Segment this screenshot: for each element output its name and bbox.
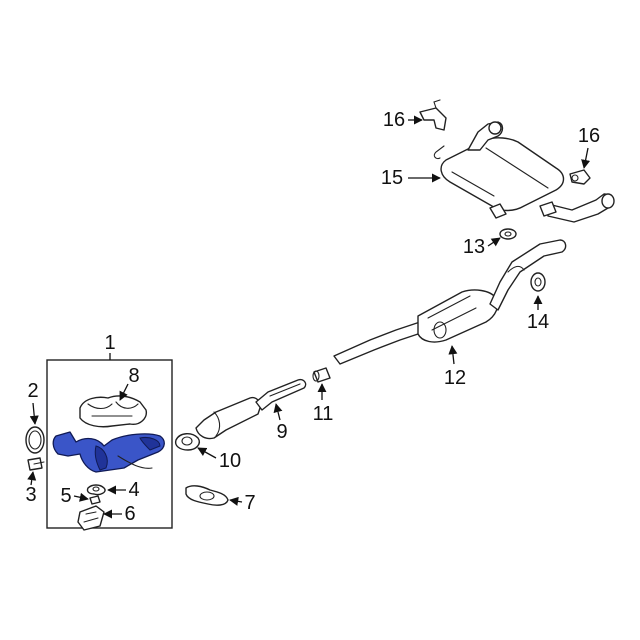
leader-2: [29, 402, 39, 425]
callout-4: 4: [128, 479, 140, 501]
callout-1: 1: [104, 332, 116, 354]
callout-5: 5: [60, 485, 72, 507]
leader-13: [487, 237, 501, 247]
rear-muffler-part: [433, 121, 615, 223]
leader-9: [273, 403, 283, 421]
callout-14: 14: [526, 311, 550, 333]
callout-12: 12: [443, 367, 467, 389]
callout-6: 6: [124, 503, 136, 525]
leader-10: [197, 447, 217, 459]
callout-7: 7: [244, 492, 256, 514]
leader-5: [73, 492, 89, 502]
callout-11: 11: [312, 403, 334, 425]
leader-8: [119, 383, 129, 401]
intermediate-pipe-part: [333, 239, 567, 365]
hanger-13-part: [499, 228, 517, 240]
callout-2: 2: [27, 380, 39, 402]
leader-7: [229, 496, 243, 506]
heat-shield-part: [79, 395, 147, 428]
clamp-part: [312, 367, 331, 383]
hanger-14-part: [530, 272, 546, 292]
callout-16-left: 16: [382, 109, 406, 131]
bracket-16a-part: [419, 99, 447, 131]
leader-16b: [581, 147, 591, 169]
flange-gasket-part: [86, 484, 106, 496]
bolt-part: [89, 495, 101, 505]
callout-3: 3: [25, 484, 37, 506]
leader-12: [448, 345, 458, 365]
callout-16-right: 16: [577, 125, 601, 147]
gasket-ring-inner: [28, 430, 42, 450]
callout-9: 9: [276, 421, 288, 443]
callout-8: 8: [128, 365, 140, 387]
bracket-16b-part: [569, 169, 591, 185]
stud-part: [27, 457, 45, 471]
callout-13: 13: [462, 236, 486, 258]
downpipe-gasket-part: [185, 485, 229, 506]
bracket-part: [77, 505, 105, 531]
gasket-10-part: [174, 433, 200, 451]
catalytic-converter-part: [52, 431, 165, 473]
leader-3: [27, 471, 37, 486]
front-pipe-part: [195, 378, 307, 440]
callout-10: 10: [218, 450, 242, 472]
callout-15: 15: [380, 167, 404, 189]
